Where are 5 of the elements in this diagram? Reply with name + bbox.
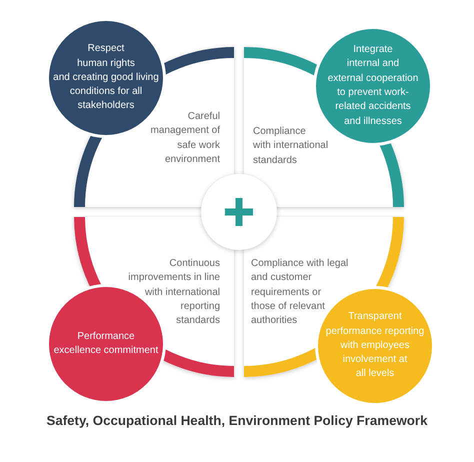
principle-text: Performance excellence commitment <box>54 330 158 358</box>
principle-text: Integrate internal and external cooperation to prevent work-related accidents and illnesses <box>328 43 418 129</box>
quadrant-text: Continuous improvements in line with international reporting standards <box>128 257 220 328</box>
figure-caption: Safety, Occupational Health, Environment Policy Framework <box>46 412 428 430</box>
quadrant-text: Compliance with international standards <box>253 125 328 168</box>
